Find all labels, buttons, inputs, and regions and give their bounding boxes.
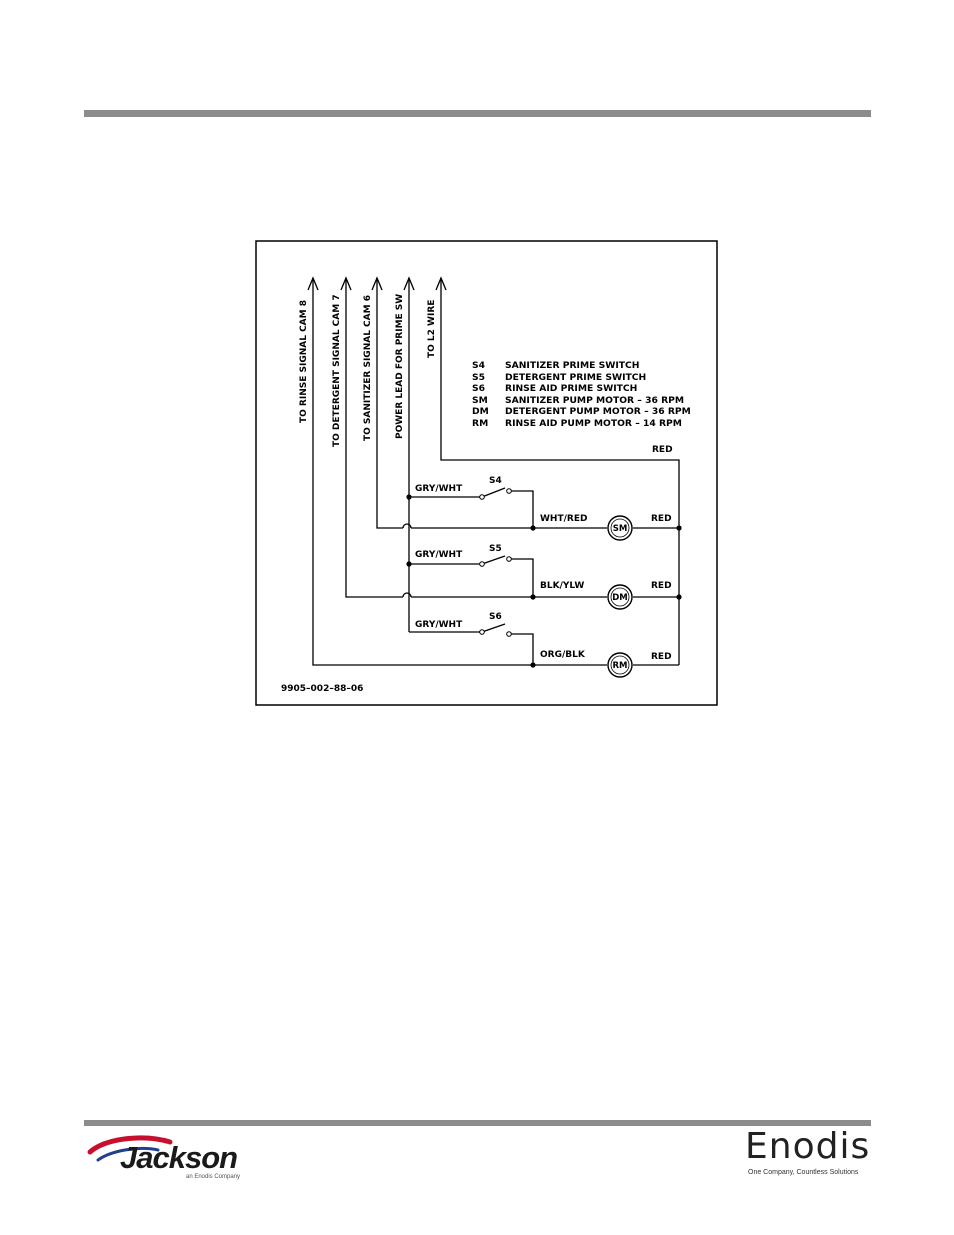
wire-label-red-rm: RED [651,652,672,662]
enodis-tagline: One Company, Countless Solutions [748,1169,859,1176]
switch-contacts [479,488,512,637]
motor-label-sm: SM [613,524,628,534]
legend-desc: DETERGENT PUMP MOTOR – 36 RPM [505,406,691,417]
motor-wires [533,527,679,666]
lead-label-l2-wire: TO L2 WIRE [427,300,437,358]
legend-desc: SANITIZER PRIME SWITCH [505,360,639,371]
legend-code: DM [472,406,489,417]
junction-dots [406,494,682,668]
wire-label-gry-wht: GRY/WHT [415,484,463,494]
legend-code: S5 [472,372,485,383]
motor-dm: DM [607,584,633,610]
footer-rule [84,1120,871,1126]
legend-code: RM [472,418,488,429]
wire-label-gry-wht: GRY/WHT [415,620,463,630]
wire-label-org-blk: ORG/BLK [540,650,586,660]
legend-code: S4 [472,360,485,371]
wire-label-gry-wht: GRY/WHT [415,550,463,560]
wire-label-red-sm: RED [651,514,672,524]
legend-desc: RINSE AID PUMP MOTOR – 14 RPM [505,418,682,429]
legend-desc: RINSE AID PRIME SWITCH [505,383,637,394]
switch-label-s4: S4 [489,476,502,486]
legend-code: S6 [472,383,485,394]
lead-arrows [307,276,447,291]
wire-label-red-top: RED [652,445,673,455]
motor-sm: SM [607,515,633,541]
switch-branches [409,487,534,665]
lead-wires [312,279,680,666]
lead-label-power-lead: POWER LEAD FOR PRIME SW [395,294,405,439]
legend: S4 SANITIZER PRIME SWITCH S5 DETERGENT P… [472,360,691,429]
legend-desc: DETERGENT PRIME SWITCH [505,372,646,383]
lead-label-detergent-cam: TO DETERGENT SIGNAL CAM 7 [332,294,342,447]
motor-rm: RM [607,652,633,678]
jackson-logo [87,1135,173,1162]
header-rule [84,110,871,117]
motor-label-dm: DM [612,593,628,603]
wire-label-wht-red: WHT/RED [540,514,587,524]
motor-label-rm: RM [612,661,627,671]
drawing-number: 9905–002–88–06 [281,684,363,694]
switch-label-s5: S5 [489,544,502,554]
legend-code: SM [472,395,488,406]
legend-desc: SANITIZER PUMP MOTOR – 36 RPM [505,395,684,406]
switch-label-s6: S6 [489,612,502,622]
wire-label-blk-ylw: BLK/YLW [540,581,584,591]
jackson-tagline: an Enodis Company [186,1174,241,1180]
lead-label-sanitizer-cam: TO SANITIZER SIGNAL CAM 6 [363,295,373,441]
lead-label-rinse-cam: TO RINSE SIGNAL CAM 8 [299,300,309,423]
diagram-frame [255,240,718,706]
wire-label-red-dm: RED [651,581,672,591]
jackson-brand-name: Jackson [120,1140,238,1175]
enodis-brand-name: Enodis [745,1126,871,1167]
